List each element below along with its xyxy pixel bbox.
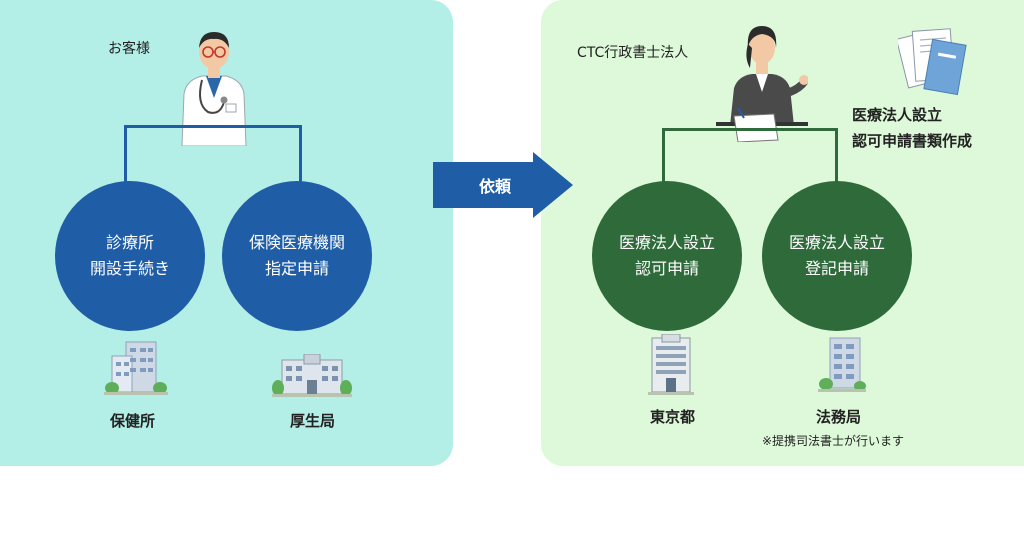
corporation-approval-line2: 認可申請 [634, 259, 699, 278]
health-center-building-icon [104, 341, 168, 395]
corporation-registration-line1: 医療法人設立 [788, 233, 885, 252]
tokyo-label: 東京都 [650, 408, 696, 426]
client-label: お客様 [108, 41, 150, 57]
legal-affairs-note: ※提携司法書士が行います [762, 434, 905, 448]
corporation-approval-circle: 医療法人設立 認可申請 [592, 181, 742, 331]
documents-icon [898, 28, 967, 96]
insurance-designation-line1: 保険医療機関 [248, 233, 345, 252]
clinic-opening-line1: 診療所 [105, 233, 154, 252]
health-bureau-label: 厚生局 [290, 412, 336, 430]
administrative-scrivener-icon [716, 26, 808, 142]
request-label: 依頼 [478, 177, 511, 196]
corporation-registration-line2: 登記申請 [804, 259, 869, 278]
legal-affairs-bureau-building-icon [818, 337, 866, 392]
insurance-designation-circle: 保険医療機関 指定申請 [222, 181, 372, 331]
request-arrow-icon [433, 152, 573, 218]
corporation-approval-line1: 医療法人設立 [618, 233, 715, 252]
corporation-registration-circle: 医療法人設立 登記申請 [762, 181, 912, 331]
docs-line1: 医療法人設立 [852, 106, 943, 124]
tokyo-government-building-icon [648, 334, 694, 395]
docs-line2: 認可申請書類作成 [852, 132, 973, 150]
clinic-opening-line2: 開設手続き [89, 259, 170, 278]
doctor-icon [181, 32, 247, 146]
left-connector [124, 125, 302, 184]
clinic-opening-circle: 診療所 開設手続き [55, 181, 205, 331]
firm-label: CTC行政書士法人 [577, 45, 689, 61]
right-connector [662, 128, 838, 184]
health-center-label: 保健所 [110, 412, 156, 430]
insurance-designation-line2: 指定申請 [264, 259, 329, 278]
health-bureau-building-icon [272, 354, 352, 397]
legal-affairs-label: 法務局 [816, 408, 862, 426]
